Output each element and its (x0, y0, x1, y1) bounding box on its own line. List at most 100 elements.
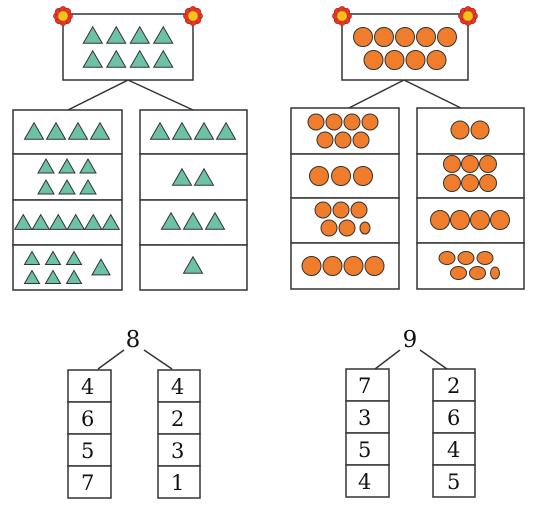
number-cell: 1 (171, 471, 184, 495)
triangle-shape (149, 121, 171, 140)
number-cell: 5 (358, 438, 371, 462)
flower-icon (332, 6, 352, 26)
triangle-shape (45, 121, 67, 140)
circle-panel (290, 6, 525, 290)
cell-box (416, 242, 525, 290)
circle-shape (443, 155, 461, 173)
circle-right-column (416, 107, 525, 290)
circle-shape (450, 120, 470, 140)
circle-shape (490, 266, 500, 280)
circle-shape (307, 113, 325, 131)
cell-box (416, 107, 525, 155)
circle-shape (325, 113, 343, 131)
cell-box (139, 153, 248, 201)
circle-shape (309, 166, 329, 186)
circle-left-column (290, 107, 400, 290)
triangle-group-top (82, 25, 174, 68)
circle-shape (450, 266, 467, 280)
triangle-shape (79, 179, 97, 195)
circle-shape (301, 256, 322, 276)
number-cell: 7 (81, 471, 94, 495)
circle-shape (384, 50, 405, 70)
circle-shape (430, 210, 450, 230)
tree-branch-left (67, 79, 129, 111)
circle-shape (479, 155, 497, 173)
cell-box (67, 401, 112, 435)
number-branch-right (143, 349, 173, 370)
number-cell: 5 (447, 470, 460, 494)
triangle-shape (171, 167, 193, 186)
cell-box (432, 400, 476, 434)
circle-shape (363, 50, 384, 70)
tree-branch-right (403, 79, 466, 111)
triangle-shape (37, 158, 55, 174)
triangle-shape (182, 255, 204, 274)
triangle-shape (44, 269, 62, 285)
triangle-shape (182, 211, 204, 230)
circle-shape (476, 251, 494, 265)
triangle-shape (23, 269, 41, 285)
circle-shape (470, 120, 490, 140)
triangle-shape (65, 269, 83, 285)
circle-shape (350, 201, 368, 219)
circle-shape (461, 174, 479, 192)
circle-shape (332, 201, 350, 219)
triangle-shape (23, 250, 41, 266)
circle-shape (359, 221, 371, 235)
circle-shape (343, 113, 361, 131)
number-cell: 3 (171, 439, 184, 463)
circle-shape (461, 155, 479, 173)
triangle-shape (79, 158, 97, 174)
circle-shape (426, 50, 447, 70)
top-box-triangles (62, 13, 194, 81)
triangle-shape (160, 211, 182, 230)
triangle-right-column (139, 109, 248, 291)
circle-shape (361, 113, 379, 131)
triangle-shape (204, 211, 226, 230)
circle-group-top (353, 27, 457, 70)
circle-shape (353, 27, 373, 47)
tree-total: 9 (403, 327, 418, 353)
number-branch-left (97, 349, 125, 370)
circle-shape (450, 210, 470, 230)
triangle-shape (101, 213, 121, 230)
triangle-left-column (12, 109, 123, 291)
cell-box (67, 465, 112, 499)
cell-box (157, 369, 201, 403)
number-branch-right (419, 349, 448, 370)
triangle-shape (13, 213, 33, 230)
number-cell: 2 (171, 407, 184, 431)
triangle-shape (66, 213, 86, 230)
cell-box (157, 401, 201, 435)
number-cell: 6 (447, 406, 460, 430)
circle-shape (316, 131, 334, 149)
circle-shape (314, 201, 332, 219)
circle-shape (352, 131, 370, 149)
triangle-shape (37, 179, 55, 195)
number-cell: 7 (358, 374, 371, 398)
circle-shape (374, 27, 394, 47)
cell-box (432, 464, 476, 498)
number-cell: 4 (171, 375, 184, 399)
cell-box (345, 464, 390, 498)
flower-icon (183, 6, 203, 26)
circle-shape (470, 210, 490, 230)
triangle-shape (215, 121, 237, 140)
cell-box (432, 368, 476, 402)
triangle-shape (105, 25, 127, 44)
circle-shape (438, 251, 456, 265)
circle-shape (490, 210, 510, 230)
circle-shape (405, 50, 426, 70)
circle-shape (364, 256, 385, 276)
circle-shape (338, 219, 356, 237)
triangle-shape (171, 121, 193, 140)
number-column-right: 4 2 3 1 (157, 369, 201, 499)
cell-box (157, 465, 201, 499)
triangle-shape (152, 49, 174, 68)
circle-shape (437, 27, 457, 47)
